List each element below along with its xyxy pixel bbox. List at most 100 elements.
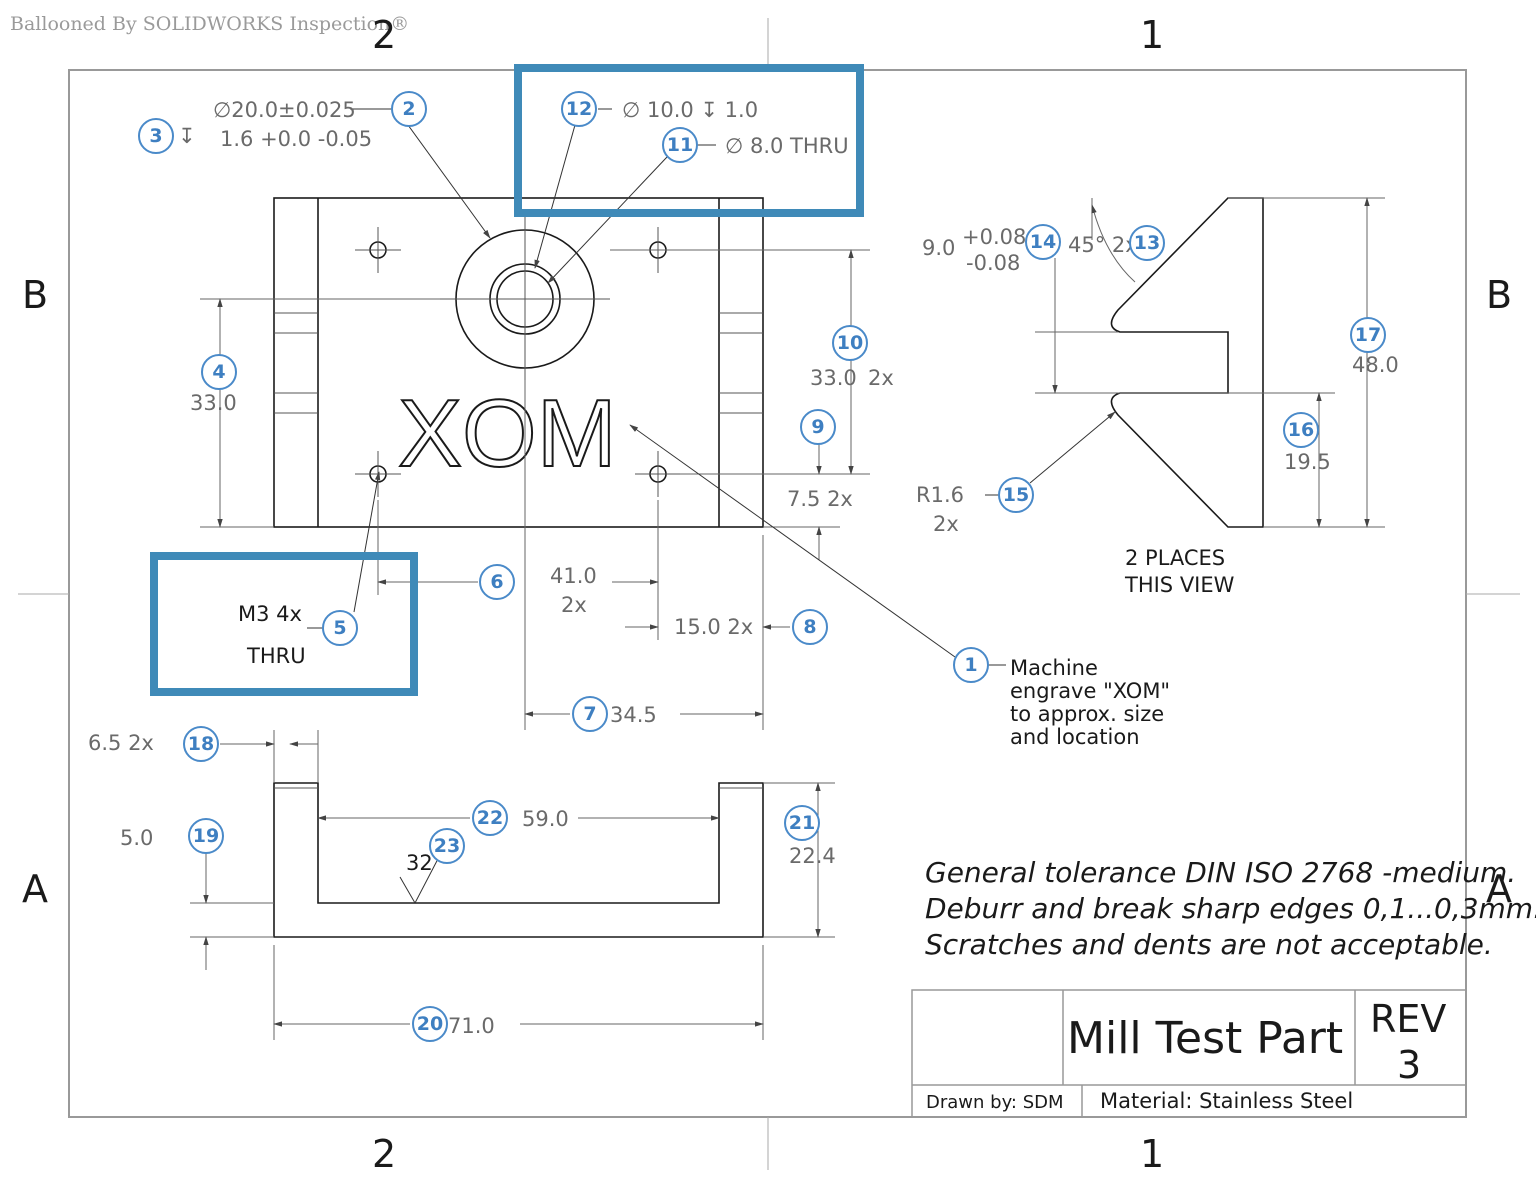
front-view (273, 782, 764, 938)
svg-text:20: 20 (417, 1013, 443, 1035)
svg-text:4: 4 (212, 361, 225, 383)
balloon-23[interactable]: 23 (429, 828, 465, 864)
dim-7-text: 34.5 (610, 703, 657, 727)
dim-3-text: 1.6 +0.0 -0.05 (220, 127, 372, 151)
side-view-dimensions (985, 197, 1385, 528)
balloon-15[interactable]: 15 (998, 477, 1034, 513)
dim-2-text: ∅20.0±0.025 (213, 98, 356, 122)
balloon-20[interactable]: 20 (412, 1006, 448, 1042)
dim-12-text: ∅ 10.0 ↧ 1.0 (622, 98, 758, 122)
zone-label-left-b: B (22, 273, 48, 317)
title-block-title: Mill Test Part (1067, 1013, 1343, 1064)
balloon-10[interactable]: 10 (832, 325, 868, 361)
svg-text:7: 7 (583, 703, 596, 725)
title-block: Mill Test Part REV 3 Drawn by: SDM Mater… (911, 989, 1467, 1118)
zone-ticks (18, 18, 1520, 1170)
svg-text:6: 6 (490, 571, 503, 593)
balloon-9[interactable]: 9 (800, 409, 836, 445)
svg-text:23: 23 (434, 835, 460, 857)
svg-text:18: 18 (188, 733, 214, 755)
note-1-line-4: and location (1010, 725, 1140, 749)
balloon-14[interactable]: 14 (1025, 224, 1061, 260)
svg-text:14: 14 (1030, 231, 1056, 253)
dim-14-minus: -0.08 (966, 251, 1020, 275)
balloon-6[interactable]: 6 (479, 564, 515, 600)
svg-text:8: 8 (803, 616, 816, 638)
top-view-labels: ∅20.0±0.025 ↧ 1.6 +0.0 -0.05 ∅ 10.0 ↧ 1.… (178, 98, 1170, 749)
svg-text:2: 2 (402, 98, 415, 120)
title-block-rev-value: 3 (1397, 1043, 1421, 1087)
general-notes: General tolerance DIN ISO 2768 -medium. … (925, 856, 1536, 961)
highlight-box-bore (514, 64, 864, 217)
balloon-18[interactable]: 18 (183, 726, 219, 762)
balloon-1[interactable]: 1 (953, 647, 989, 683)
note-1-line-1: Machine (1010, 656, 1098, 680)
zone-label-right-b: B (1486, 273, 1512, 317)
top-view: XOM (273, 197, 764, 528)
dim-22-text: 59.0 (522, 807, 569, 831)
dim-19-text: 5.0 (120, 826, 153, 850)
balloon-2[interactable]: 2 (391, 91, 427, 127)
balloon-21[interactable]: 21 (784, 805, 820, 841)
balloon-13[interactable]: 13 (1129, 225, 1165, 261)
balloon-4[interactable]: 4 (201, 354, 237, 390)
general-note-1: General tolerance DIN ISO 2768 -medium. (925, 856, 1516, 889)
dim-15-text: R1.6 (916, 483, 964, 507)
zone-label-top-1: 1 (1140, 13, 1164, 57)
balloon-22[interactable]: 22 (472, 800, 508, 836)
dim-4-text: 33.0 (190, 391, 237, 415)
zone-label-bottom-2: 2 (372, 1132, 396, 1176)
note-1-line-3: to approx. size (1010, 702, 1164, 726)
zone-label-right-a: A (1486, 867, 1512, 911)
balloon-7[interactable]: 7 (572, 696, 608, 732)
svg-text:10: 10 (837, 332, 863, 354)
top-view-dimensions (200, 108, 1006, 730)
svg-text:19: 19 (193, 825, 219, 847)
depth-symbol: ↧ (178, 124, 196, 148)
svg-text:16: 16 (1288, 419, 1314, 441)
dim-11-text: ∅ 8.0 THRU (725, 134, 849, 158)
dim-15-qty: 2x (933, 512, 959, 536)
balloon-12[interactable]: 12 (561, 91, 597, 127)
balloon-3[interactable]: 3 (138, 118, 174, 154)
dim-21-text: 22.4 (789, 844, 836, 868)
zone-label-top-2: 2 (372, 13, 396, 57)
highlight-box-m3 (150, 552, 418, 696)
inspection-balloons: 1 2 3 4 5 6 7 8 9 10 11 12 13 14 15 16 1… (138, 91, 1386, 1042)
svg-text:5: 5 (333, 617, 346, 639)
svg-text:12: 12 (566, 98, 592, 120)
balloon-5[interactable]: 5 (322, 610, 358, 646)
svg-text:17: 17 (1355, 324, 1381, 346)
dim-23-text: 32 (406, 851, 433, 875)
balloon-17[interactable]: 17 (1350, 317, 1386, 353)
title-block-material: Material: Stainless Steel (1100, 1089, 1353, 1113)
general-note-2: Deburr and break sharp edges 0,1...0,3mm… (925, 892, 1536, 925)
svg-text:1: 1 (964, 654, 977, 676)
title-block-drawn-by: Drawn by: SDM (926, 1092, 1064, 1113)
balloon-11[interactable]: 11 (662, 127, 698, 163)
watermark-text: Ballooned By SOLIDWORKS Inspection® (10, 13, 409, 35)
balloon-8[interactable]: 8 (792, 609, 828, 645)
balloon-16[interactable]: 16 (1283, 412, 1319, 448)
zone-label-bottom-1: 1 (1140, 1132, 1164, 1176)
dim-14-plus: +0.08 (962, 225, 1026, 249)
places-text-1: 2 PLACES (1125, 546, 1225, 570)
dim-10-text: 33.0 (810, 366, 857, 390)
dim-6-text: 41.0 (550, 564, 597, 588)
zone-label-left-a: A (22, 867, 48, 911)
front-view-dimensions (190, 730, 835, 1040)
general-note-3: Scratches and dents are not acceptable. (925, 928, 1493, 961)
dim-17-text: 48.0 (1352, 353, 1399, 377)
dim-14-text: 9.0 (922, 236, 955, 260)
svg-text:3: 3 (149, 125, 162, 147)
dim-5-thru: THRU (246, 644, 306, 668)
dim-16-text: 19.5 (1284, 450, 1331, 474)
title-block-rev-label: REV (1370, 997, 1446, 1041)
places-text-2: THIS VIEW (1124, 573, 1235, 597)
engraved-xom-text: XOM (398, 380, 617, 487)
dim-5-text: M3 4x (238, 602, 302, 626)
svg-text:21: 21 (789, 812, 815, 834)
balloon-19[interactable]: 19 (188, 818, 224, 854)
dim-13-text: 45° 2x (1068, 233, 1138, 257)
